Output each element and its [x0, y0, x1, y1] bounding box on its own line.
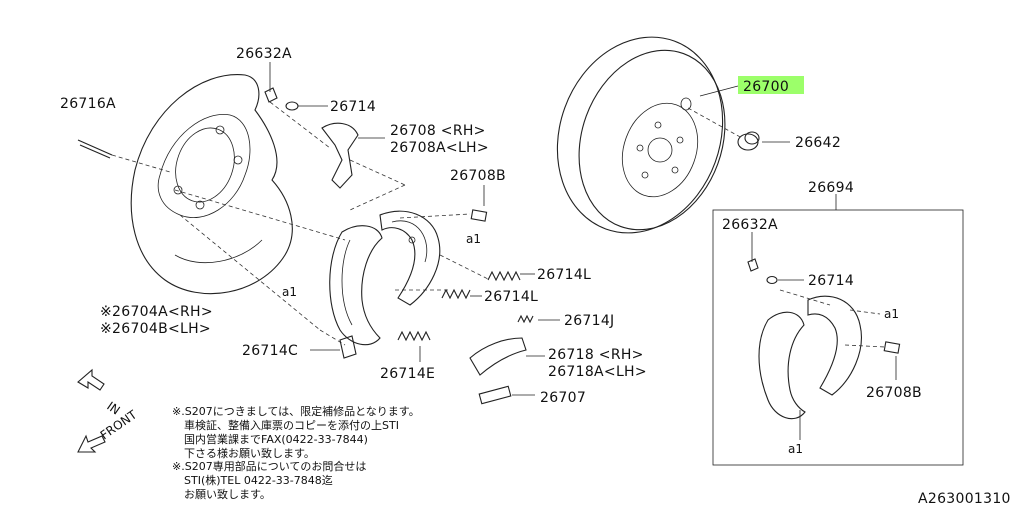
note-line: 車検証、整備入庫票のコピーを添付の上STI — [184, 418, 399, 432]
note-line: 下さる様お願い致します。 — [184, 446, 315, 460]
label-26708A-lh: 26708A<LH> — [390, 140, 489, 156]
label-26642: 26642 — [795, 135, 841, 151]
brake-shoes-drawing — [329, 210, 441, 346]
cap-26642-drawing — [687, 107, 790, 151]
notes-block: ※.S207につきましては、限定補修品となります。 車検証、整備入庫票のコピーを… — [172, 404, 420, 501]
clip-26714C-drawing — [310, 335, 357, 359]
label-26716A: 26716A — [60, 96, 116, 112]
pin-26708B-drawing — [470, 185, 488, 222]
front-arrow-icon — [77, 434, 106, 453]
note-line: ※.S207につきましては、限定補修品となります。 — [172, 404, 420, 418]
in-arrow-icon — [77, 368, 105, 391]
label-26714E: 26714E — [380, 366, 435, 382]
note-line: ※.S207専用部品についてのお問合せは — [172, 459, 366, 473]
washer-26714-drawing — [285, 101, 328, 111]
label-26704A: ※26704A<RH> — [100, 304, 213, 320]
note-line: STI(株)TEL 0422-33-7848迄 — [184, 473, 333, 487]
note-line: 国内営業課までFAX(0422-33-7844) — [184, 432, 368, 446]
shoe-kit-box — [712, 194, 964, 466]
label-26718A-lh: 26718A<LH> — [548, 364, 647, 380]
label-26714J: 26714J — [564, 313, 614, 329]
label-26714-top: 26714 — [330, 99, 376, 115]
backing-plate-drawing — [130, 74, 293, 295]
label-a1-center: a1 — [466, 232, 481, 246]
springs-drawing — [397, 270, 560, 362]
label-box-26632A: 26632A — [722, 217, 778, 233]
clip-26632A-drawing — [264, 62, 278, 103]
label-box-a1-bottom: a1 — [788, 442, 803, 456]
bolt-26716A-drawing — [77, 139, 171, 173]
label-box-a1-top: a1 — [884, 307, 899, 321]
label-front-arrow: FRONT — [98, 407, 140, 442]
label-26700: 26700 — [743, 79, 789, 95]
note-line: お願い致します。 — [184, 487, 271, 501]
label-box-26708B: 26708B — [866, 385, 922, 401]
adjuster-26707-drawing — [478, 385, 535, 405]
label-26707: 26707 — [540, 390, 586, 406]
lever-26708-drawing — [321, 122, 385, 189]
strut-26718-drawing — [469, 337, 545, 376]
label-26694: 26694 — [808, 180, 854, 196]
label-26632A-top: 26632A — [236, 46, 292, 62]
highlight-26700 — [738, 76, 804, 94]
brake-disc-26700-drawing — [556, 36, 739, 234]
label-26704B: ※26704B<LH> — [100, 321, 211, 337]
label-26714L-2: 26714L — [484, 289, 538, 305]
label-26714L-1: 26714L — [537, 267, 591, 283]
label-26708-rh: 26708 <RH> — [390, 123, 486, 139]
diagram-id: A263001310 — [918, 491, 1011, 507]
label-26718-rh: 26718 <RH> — [548, 347, 644, 363]
label-26714C: 26714C — [242, 343, 298, 359]
label-a1-left: a1 — [282, 285, 297, 299]
label-box-26714: 26714 — [808, 273, 854, 289]
label-26708B-top: 26708B — [450, 168, 506, 184]
